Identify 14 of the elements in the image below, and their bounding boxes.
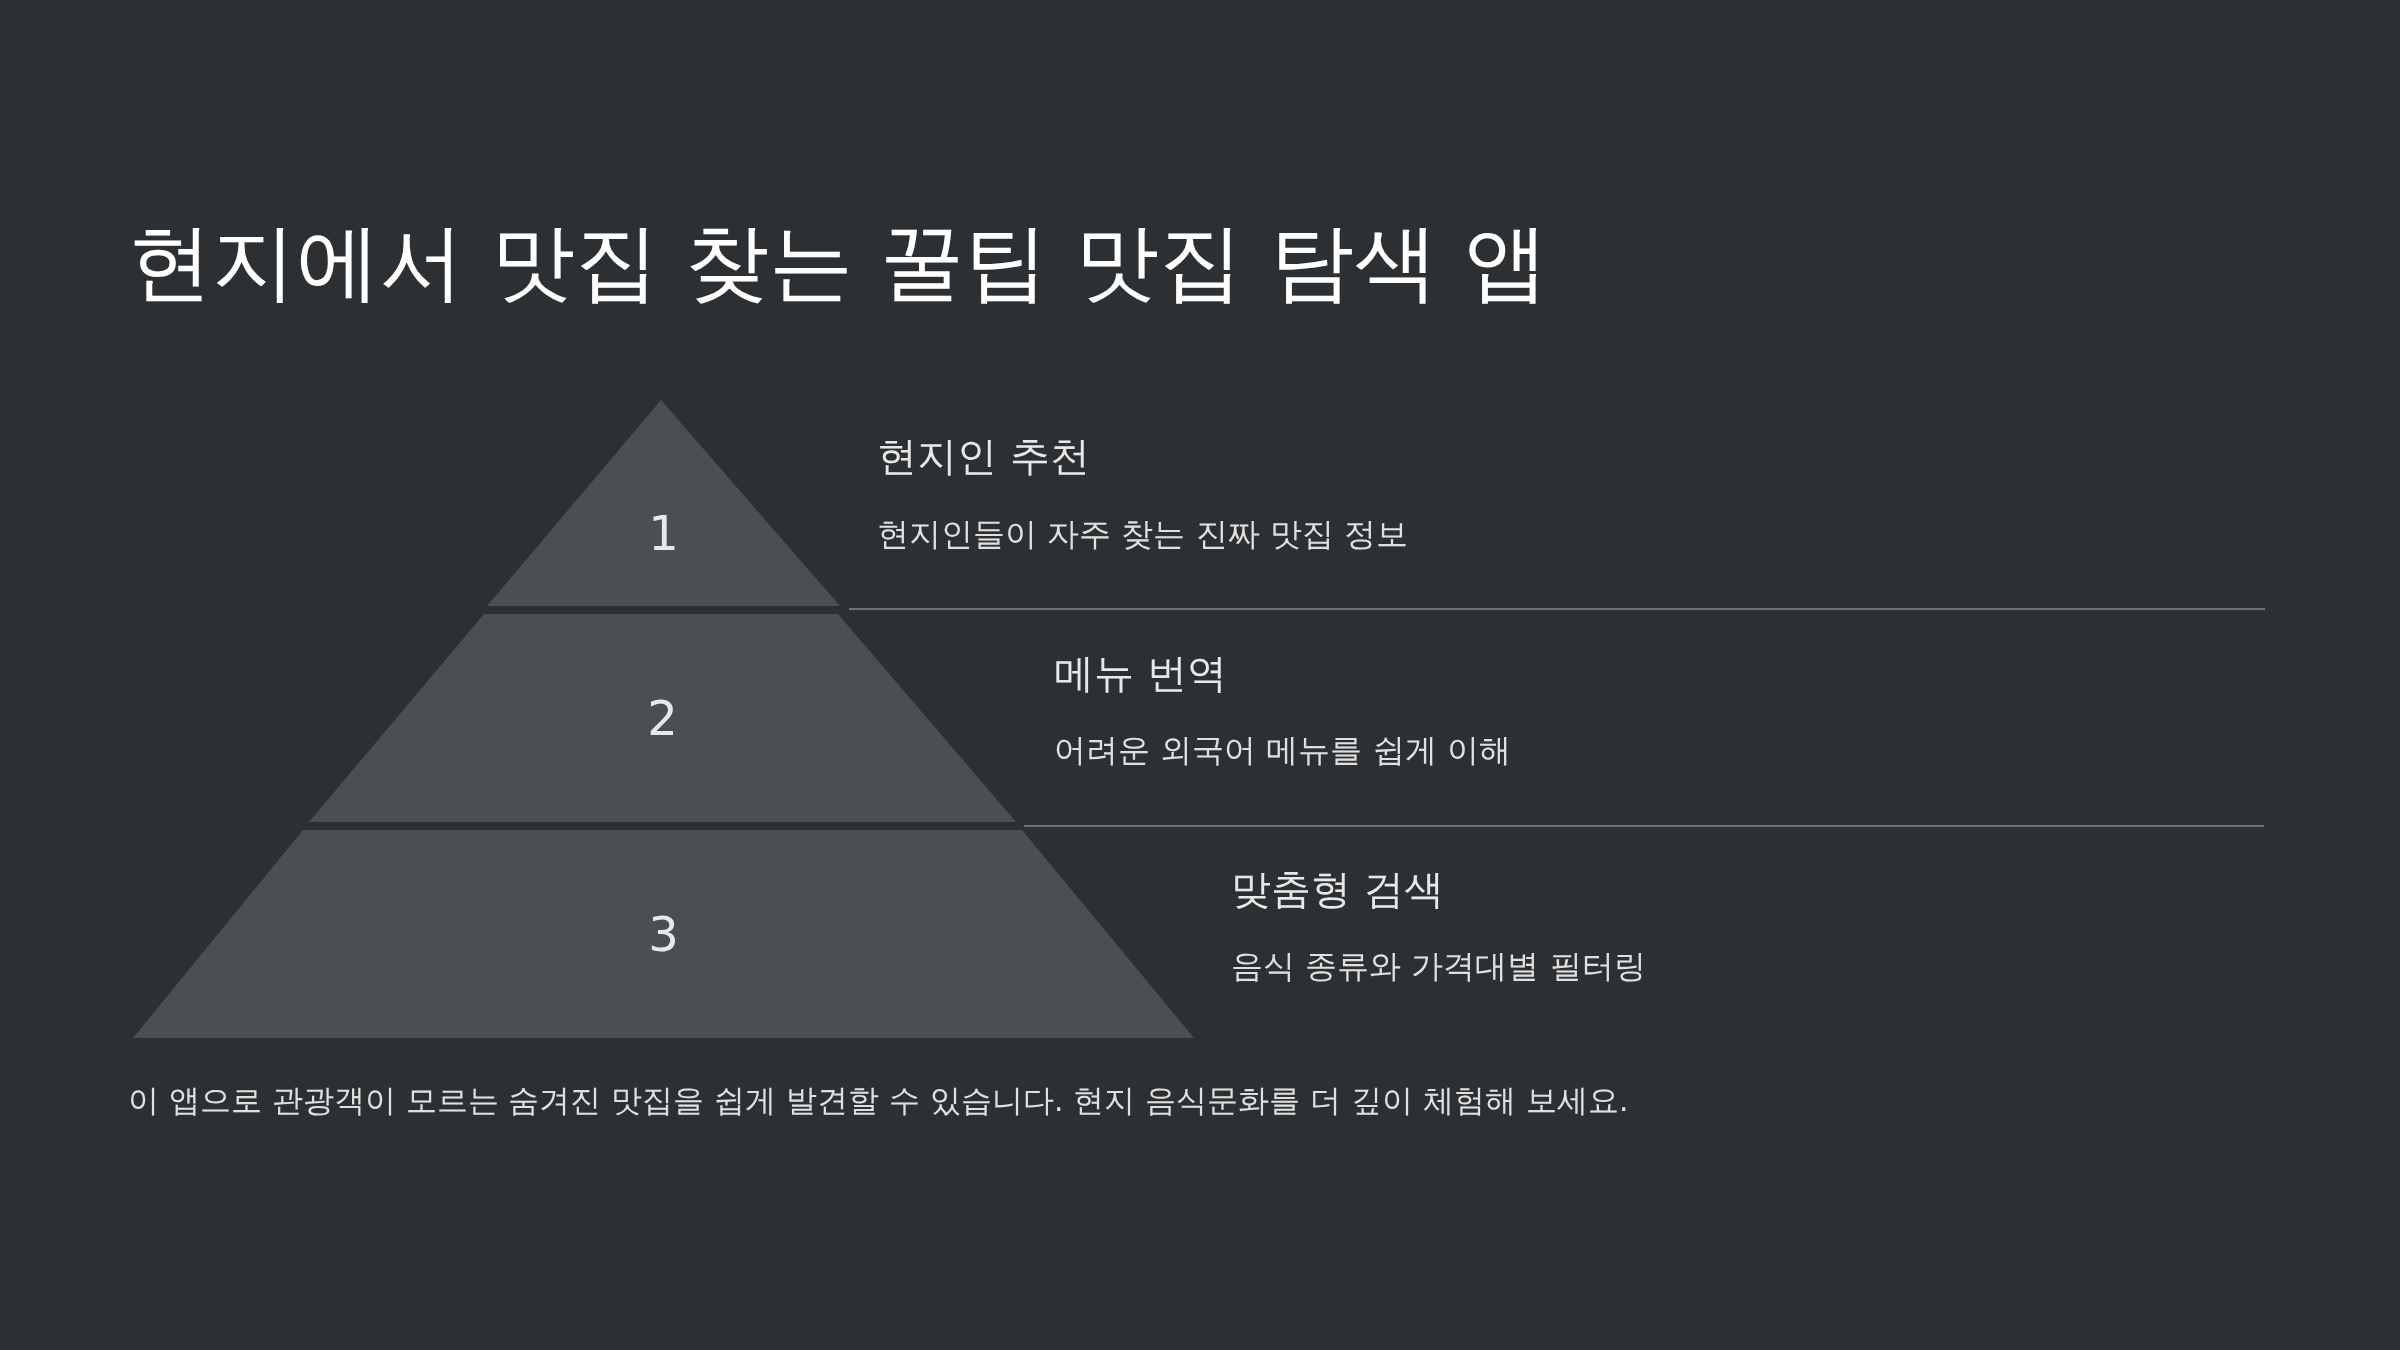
tier-description: 음식 종류와 가격대별 필터링 — [1231, 947, 1646, 986]
caption: 이 앱으로 관광객이 모르는 숨겨진 맛집을 쉽게 발견할 수 있습니다. 현지 음식문화를 더 깊이 체험해 보세요. — [128, 1082, 1629, 1120]
tier-description: 어려운 외국어 메뉴를 쉽게 이해 — [1054, 731, 1511, 770]
tier-heading: 현지인 추천 — [877, 432, 1090, 480]
pyramid-tier — [309, 614, 1016, 822]
tier-number: 3 — [648, 910, 679, 958]
pyramid-tier — [487, 400, 840, 606]
tier-heading: 메뉴 번역 — [1054, 649, 1227, 697]
tier-number: 2 — [647, 694, 678, 742]
title: 현지에서 맛집 찾는 꿀팁 맛집 탐색 앱 — [128, 212, 1549, 313]
pyramid-tier — [133, 830, 1194, 1038]
tier-number: 1 — [648, 509, 679, 557]
tier-description: 현지인들이 자주 찾는 진짜 맛집 정보 — [877, 515, 1408, 554]
tier-heading: 맞춤형 검색 — [1231, 865, 1444, 913]
